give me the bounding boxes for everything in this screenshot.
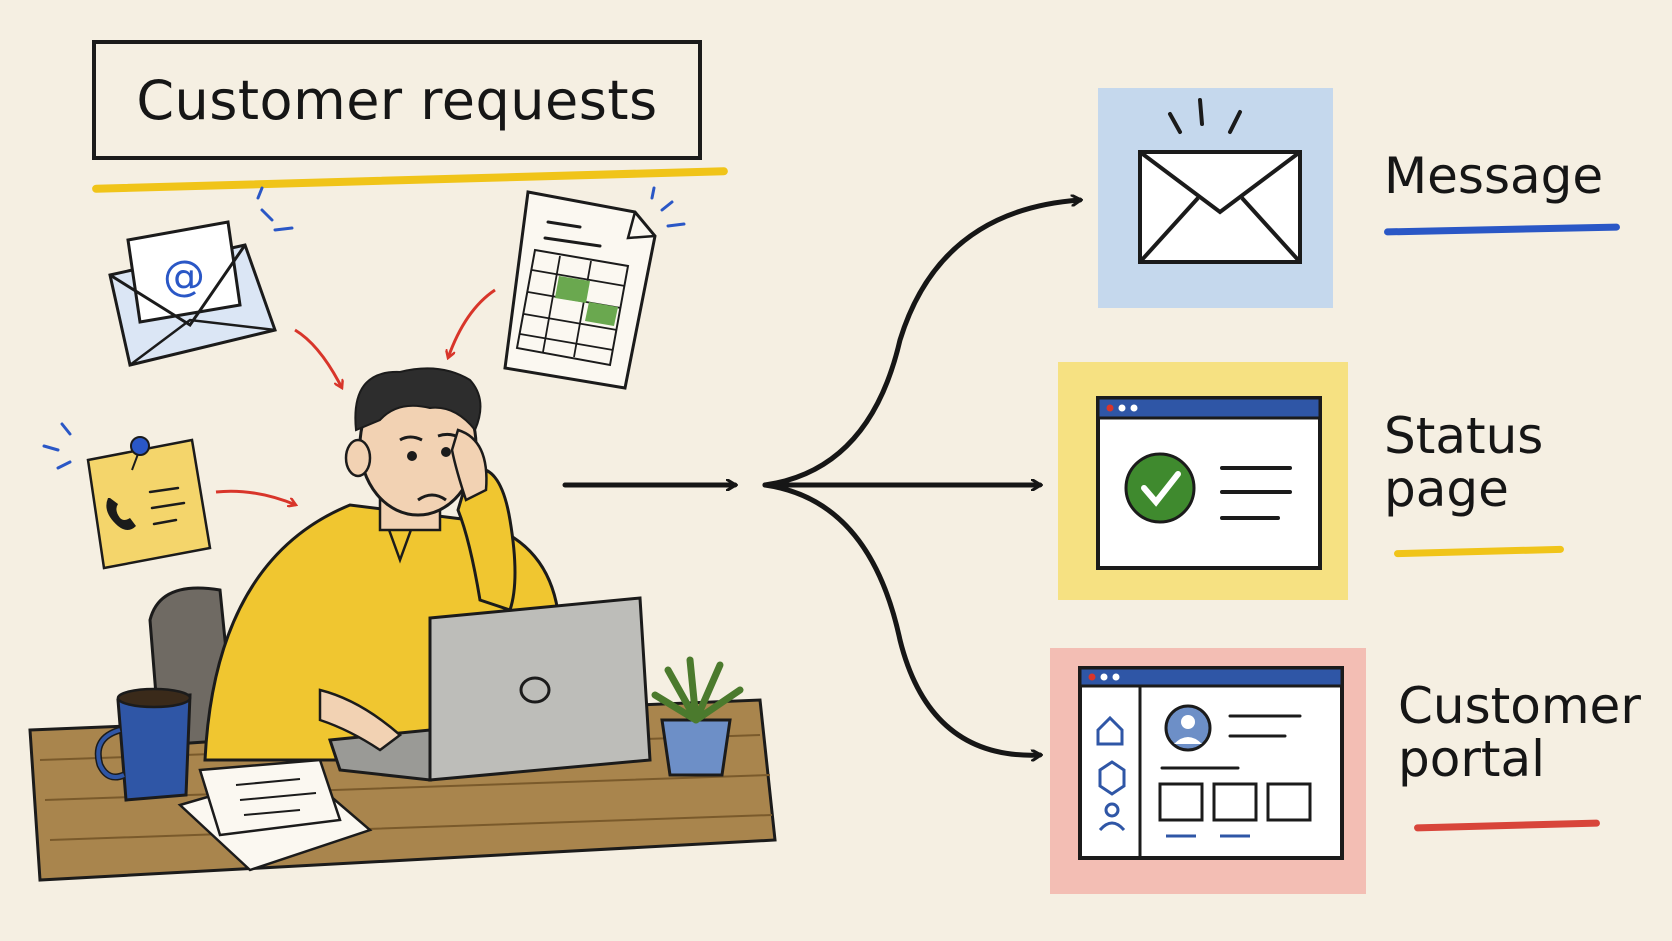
label-customer-portal: Customer portal [1398,680,1641,785]
label-status-line1: Status [1384,407,1544,465]
doc-to-person-arrow [448,288,496,358]
laptop [318,596,652,782]
branch-arrow-message [762,200,1080,488]
label-status-line2: page [1384,459,1509,518]
at-symbol: @ [163,251,205,300]
label-message-text: Message [1384,147,1604,205]
label-status-page: Status page [1384,410,1543,515]
branch-arrow-portal [762,482,1040,755]
paper-stack [177,758,373,872]
coffee-mug [94,687,192,802]
user-icon [1104,802,1120,818]
label-portal-line2: portal [1398,729,1546,788]
customer-portal-output [1050,648,1366,894]
message-output [1098,88,1333,308]
label-portal-line1: Customer [1398,677,1641,735]
phone-to-person-arrow [215,489,296,505]
title-box: Customer requests [92,40,702,160]
potted-plant [651,656,744,777]
label-message: Message [1384,150,1603,203]
status-page-output [1058,362,1348,600]
at-envelope-icon: @ [108,186,294,367]
spreadsheet-document-icon [503,186,686,390]
phone-sticky-note-icon [42,422,212,570]
check-icon [1124,452,1196,524]
portal-window [1078,666,1344,860]
email-to-person-arrow [294,328,342,388]
home-icon [1096,715,1124,746]
box-icon [1098,760,1126,796]
diagram-title: Customer requests [136,68,658,132]
